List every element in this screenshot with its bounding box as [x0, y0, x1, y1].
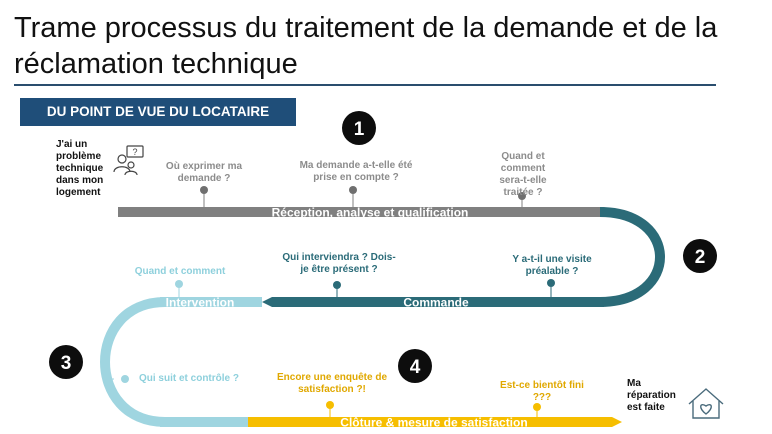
- step-3-marker: 3: [49, 345, 83, 379]
- question-where: Où exprimer ma demande ?: [165, 161, 243, 184]
- band-intervention-tail: [160, 417, 248, 427]
- step-4-marker: 4: [398, 349, 432, 383]
- band-commande: [262, 297, 604, 307]
- svg-text:?: ?: [132, 147, 137, 157]
- step-4-label: 4: [410, 357, 421, 378]
- band-label-cloture: Clôture & mesure de satisfaction: [340, 416, 527, 430]
- pin-q2: [349, 186, 357, 207]
- question-who-intervenes: Qui interviendra ? Dois-je être présent …: [282, 252, 396, 275]
- pin-q8: [326, 401, 334, 417]
- question-when-how-treated: Quand et comment sera-t-elle traitée ?: [499, 151, 547, 198]
- curve-commande: [599, 207, 665, 307]
- start-text: J'ai un problème technique dans mon loge…: [56, 139, 104, 198]
- band-cloture: [248, 417, 622, 427]
- perspective-banner: DU POINT DE VUE DU LOCATAIRE: [20, 98, 296, 126]
- step-1-label: 1: [354, 119, 365, 140]
- end-text: Ma réparation est faite: [627, 378, 676, 413]
- pin-q4: [333, 281, 341, 297]
- question-finished-soon: Est-ce bientôt fini ???: [500, 380, 584, 403]
- step-2-label: 2: [695, 247, 706, 268]
- pin-q3: [518, 192, 526, 207]
- band-label-commande: Commande: [403, 296, 469, 310]
- question-taken-into-account: Ma demande a-t-elle été prise en compte …: [299, 160, 413, 183]
- question-prior-visit: Y a-t-il une visite préalable ?: [512, 254, 592, 277]
- pin-q9: [533, 403, 541, 417]
- question-when-and-how: Quand et comment: [134, 266, 226, 277]
- question-who-follows: Qui suit et contrôle ?: [138, 373, 239, 384]
- band-label-intervention: Intervention: [166, 296, 235, 310]
- page-title: Trame processus du traitement de la dema…: [14, 12, 718, 80]
- pin-q1: [200, 186, 208, 207]
- person-question-icon: ?: [113, 145, 144, 176]
- step-3-label: 3: [61, 353, 72, 374]
- step-2-marker: 2: [683, 239, 717, 273]
- title-divider: [14, 84, 716, 86]
- band-label-reception: Réception, analyse et qualification: [272, 206, 469, 220]
- house-heart-icon: [688, 388, 724, 419]
- pin-q6: [175, 280, 183, 297]
- curve-intervention: [100, 297, 166, 427]
- step-1-marker: 1: [342, 111, 376, 145]
- band-intervention: [160, 297, 262, 307]
- pin-q7: [104, 375, 129, 383]
- band-reception: [118, 207, 614, 217]
- pin-q5: [547, 279, 555, 297]
- question-satisfaction-survey: Encore une enquête de satisfaction ?!: [276, 372, 388, 395]
